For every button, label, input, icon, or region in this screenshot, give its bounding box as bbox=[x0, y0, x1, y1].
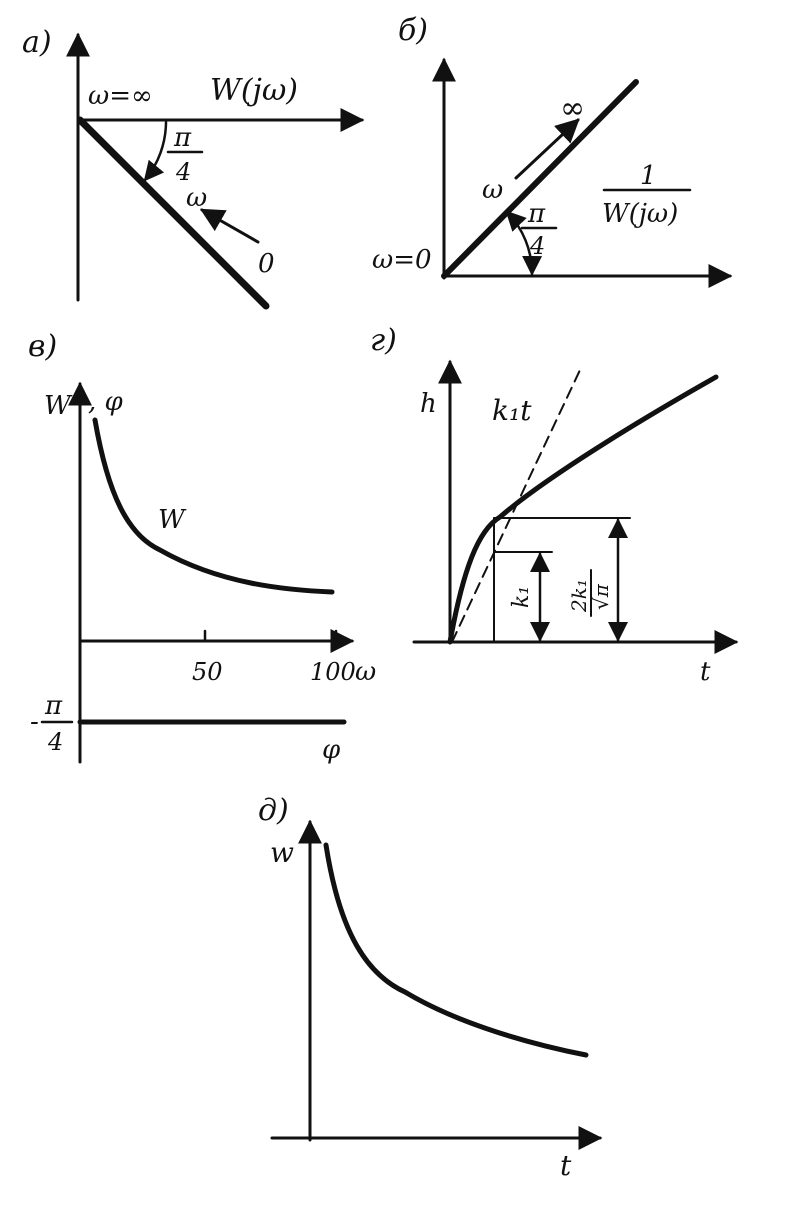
panel-b-function-denominator: W(jω) bbox=[602, 199, 678, 229]
panel-d-label: д) bbox=[258, 793, 289, 828]
panel-g-level-2k1-denominator: √π bbox=[589, 583, 613, 610]
panel-v-y-label-phi: , φ bbox=[88, 387, 124, 417]
panel-a: а) ω=∞ W(jω) π 4 ω 0 bbox=[22, 25, 365, 310]
panel-a-zero-label: 0 bbox=[258, 249, 275, 279]
panel-a-hodograph-line bbox=[76, 116, 270, 310]
panel-v-magnitude-curve bbox=[92, 417, 335, 595]
panel-a-direction-arrow bbox=[199, 208, 260, 244]
panel-a-angle-denominator: 4 bbox=[175, 158, 191, 186]
panel-b-omega-zero-label: ω=0 bbox=[372, 245, 432, 275]
panel-a-omega-label: ω bbox=[186, 183, 207, 213]
panel-v-phi-denominator: 4 bbox=[47, 728, 63, 756]
panel-g-asymptote-label: k₁t bbox=[492, 394, 532, 427]
panel-b-omega-label: ω bbox=[482, 175, 503, 205]
panel-g: г) h k₁t t k₁ 2k₁ √π bbox=[370, 323, 739, 687]
panel-g-level-k1-label: k₁ bbox=[509, 586, 534, 608]
panel-g-step-response-curve bbox=[447, 374, 719, 645]
panel-v: в) W , φ W 50 100 ω - π 4 φ bbox=[28, 329, 376, 765]
panel-g-level-2k1-numerator: 2k₁ bbox=[567, 579, 591, 613]
panel-g-label: г) bbox=[370, 323, 397, 358]
panel-a-angle-numerator: π bbox=[173, 123, 192, 153]
panel-b-label: б) bbox=[398, 13, 428, 48]
panel-v-tick-label-100: 100 bbox=[310, 658, 356, 686]
panel-v-x-label: ω bbox=[355, 657, 376, 687]
panel-v-phi-minus: - bbox=[30, 707, 39, 737]
panel-d-x-label: t bbox=[560, 1149, 572, 1182]
panel-v-tick-label-50: 50 bbox=[192, 658, 223, 686]
panel-d: д) w t bbox=[258, 793, 603, 1182]
panel-b: б) ∞ ω 1 W(jω) π 4 ω=0 bbox=[372, 13, 733, 288]
panel-g-y-label: h bbox=[420, 389, 437, 419]
panel-b-angle-arc bbox=[505, 210, 543, 276]
panel-v-curve-label-phi: φ bbox=[322, 735, 341, 765]
panel-v-curve-label-w: W bbox=[158, 505, 187, 535]
panel-b-angle-denominator: 4 bbox=[529, 232, 545, 260]
panel-d-weight-curve bbox=[323, 842, 589, 1058]
panel-b-direction-arrow bbox=[514, 118, 580, 180]
panel-v-y-label-w: W bbox=[44, 391, 73, 421]
panel-g-x-label: t bbox=[700, 657, 711, 687]
panel-v-label: в) bbox=[28, 329, 57, 364]
panel-d-y-label: w bbox=[270, 836, 294, 869]
panel-v-phi-numerator: π bbox=[44, 691, 63, 721]
panel-a-angle-arc bbox=[143, 120, 168, 182]
panel-b-hodograph-line bbox=[441, 79, 639, 279]
panel-b-function-numerator: 1 bbox=[640, 161, 657, 191]
panel-a-function-label: W(jω) bbox=[210, 73, 298, 108]
panel-a-label: а) bbox=[22, 25, 52, 60]
panel-b-angle-numerator: π bbox=[527, 199, 546, 229]
panel-b-infinity-label: ∞ bbox=[560, 91, 585, 126]
panel-a-omega-infinity: ω=∞ bbox=[88, 81, 153, 111]
